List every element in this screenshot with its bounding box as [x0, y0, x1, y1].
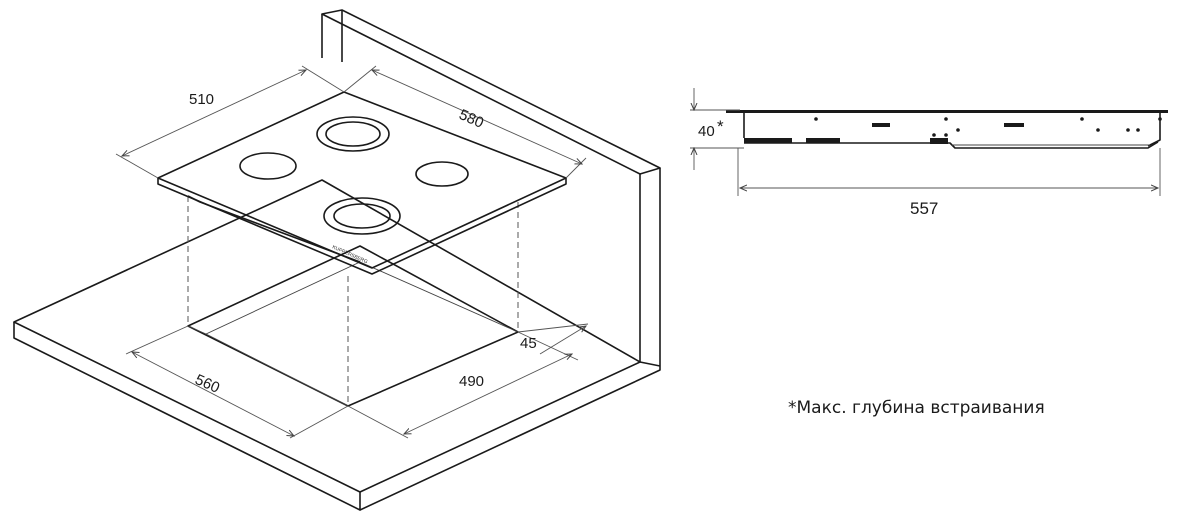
max-depth-note: *Макс. глубина встраивания	[788, 398, 1045, 418]
back-wall	[321, 9, 661, 366]
projection-lines	[187, 196, 519, 406]
dim-560: 560	[125, 325, 349, 439]
dim-490: 490	[347, 331, 579, 439]
dim-510-label: 510	[189, 91, 214, 108]
dim-40: 40 *	[690, 88, 744, 170]
side-view: 40 * 557	[690, 88, 1168, 218]
dim-490-label: 490	[459, 373, 484, 390]
dim-557-label: 557	[910, 199, 938, 218]
dim-40-asterisk: *	[717, 117, 724, 136]
dim-45-label: 45	[520, 335, 537, 352]
dim-560-label: 560	[192, 371, 222, 397]
dim-45: 45	[517, 323, 589, 355]
burner-left	[239, 152, 297, 180]
burner-right	[415, 161, 469, 187]
dim-510: 510	[115, 65, 345, 179]
dim-40-label: 40	[698, 123, 715, 140]
dim-580-label: 580	[456, 106, 486, 132]
isometric-view: KUPPERSBERG 510 580 560 490	[13, 9, 661, 511]
burner-front	[323, 197, 401, 235]
dim-557: 557	[737, 148, 1161, 218]
dim-580: 580	[343, 65, 587, 179]
hob-glass	[726, 110, 1168, 113]
